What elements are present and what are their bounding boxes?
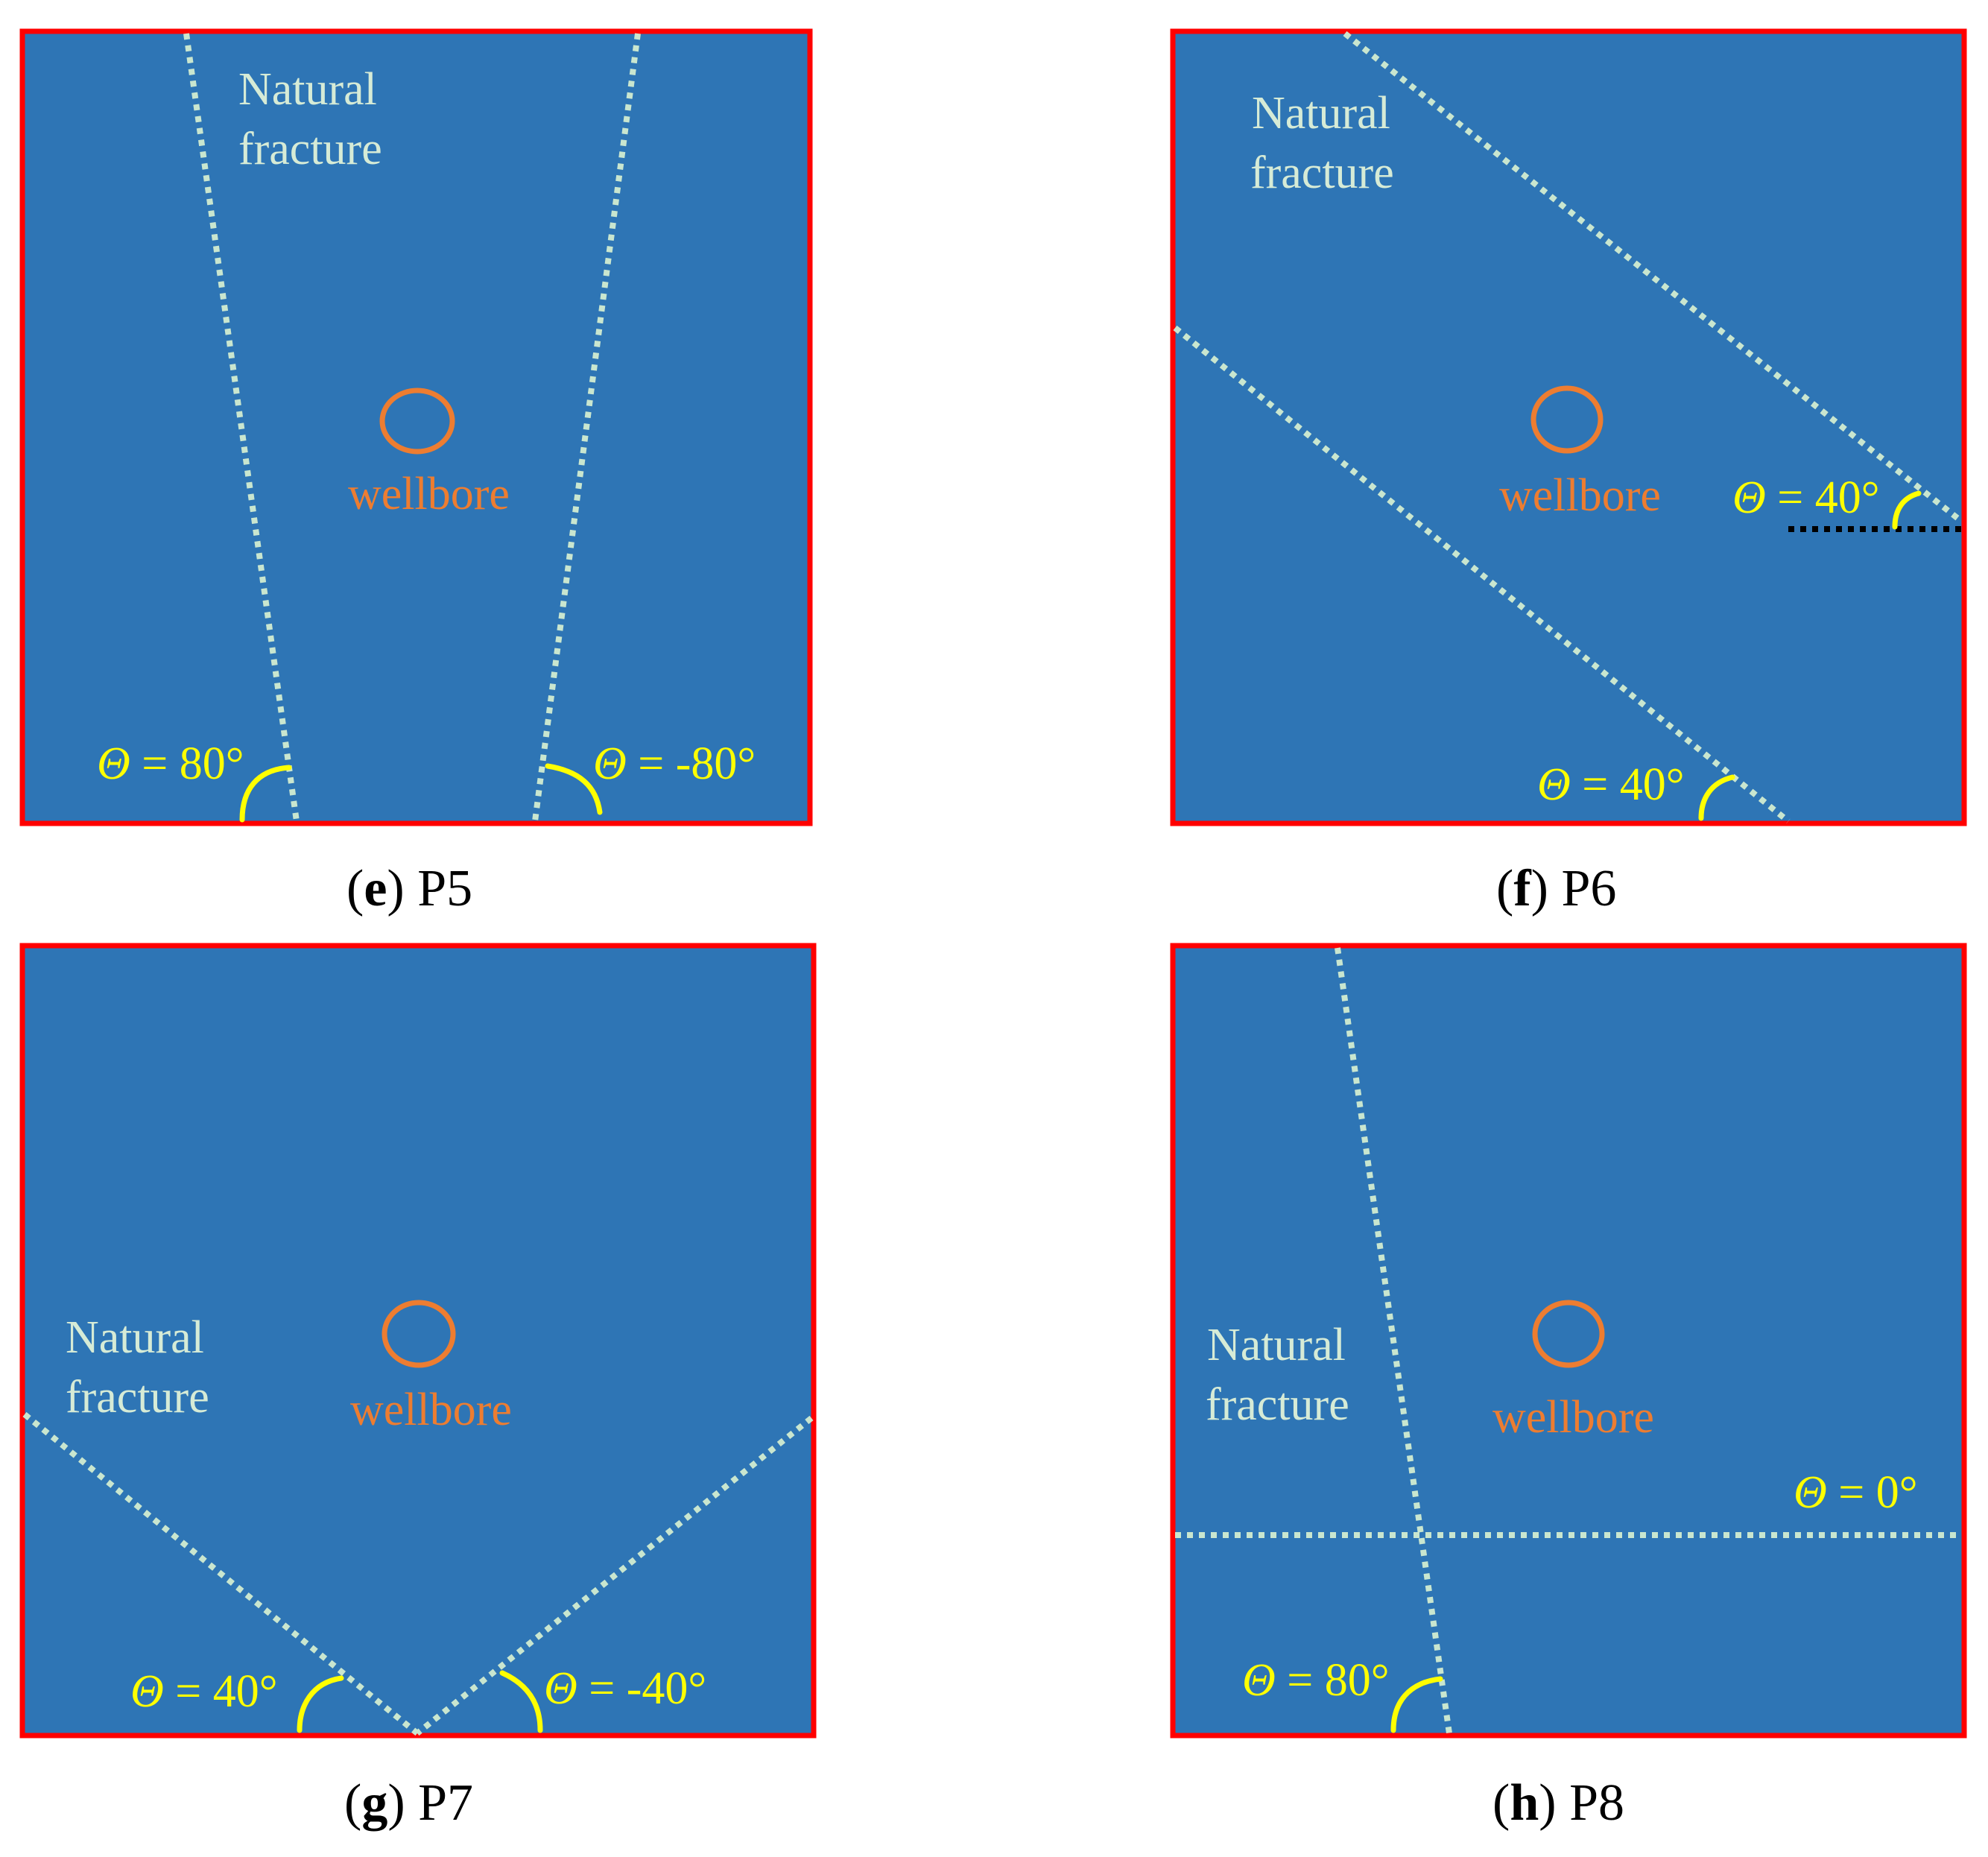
panel-g-angle-right: Θ = -40° — [544, 1663, 706, 1714]
panel-e: Natural fracture wellbore Θ = 80° Θ = -8… — [19, 28, 813, 917]
natural-fracture-label-line1: Natural — [1207, 1320, 1346, 1370]
panel-e-caption: (e) P5 — [346, 860, 472, 917]
panel-h-fracture-inclined — [1335, 947, 1452, 1734]
panel-h-box — [1170, 943, 1967, 1739]
panel-f-angle-bottom: Θ = 40° — [1537, 759, 1685, 810]
wellbore-label: wellbore — [350, 1385, 512, 1435]
natural-fracture-label-line1: Natural — [66, 1312, 204, 1363]
panel-g-angle-arc-left — [297, 1675, 344, 1733]
panel-h: Natural fracture wellbore Θ = 0° Θ = 80°… — [1170, 943, 1967, 1832]
natural-fracture-label-line1: Natural — [1252, 88, 1390, 139]
natural-fracture-label-line2: fracture — [66, 1372, 209, 1423]
panel-e-angle-arc-left — [239, 765, 292, 823]
natural-fracture-label-line1: Natural — [238, 64, 377, 115]
panel-h-angle-arc — [1390, 1676, 1443, 1733]
panel-g-caption: (g) P7 — [344, 1774, 473, 1832]
panel-g-fracture-right — [415, 1415, 814, 1736]
panel-f-box — [1170, 28, 1967, 826]
panel-f: Natural fracture wellbore Θ = 40° Θ = 40… — [1170, 28, 1967, 917]
panel-e-angle-left: Θ = 80° — [97, 738, 244, 789]
panel-f-angle-arc-bottom — [1698, 774, 1735, 821]
panel-g-angle-arc-right — [499, 1670, 543, 1733]
natural-fracture-label-line2: fracture — [1250, 148, 1394, 198]
panel-h-caption: (h) P8 — [1492, 1774, 1624, 1832]
panel-g-fracture-left — [22, 1411, 420, 1736]
natural-fracture-label-line2: fracture — [238, 124, 382, 174]
wellbore-circle — [1532, 1300, 1605, 1368]
wellbore-label: wellbore — [348, 469, 510, 519]
panel-f-angle-right: Θ = 40° — [1732, 472, 1880, 523]
wellbore-label: wellbore — [1492, 1392, 1654, 1443]
panel-e-fracture-right — [532, 33, 641, 822]
wellbore-circle — [382, 1300, 456, 1368]
panel-g-angle-left: Θ = 40° — [130, 1666, 278, 1717]
panel-f-fracture-lower — [1173, 325, 1791, 824]
panel-g: Natural fracture wellbore Θ = 40° Θ = -4… — [19, 943, 817, 1832]
panel-h-angle-inclined: Θ = 80° — [1242, 1655, 1390, 1706]
wellbore-circle — [1530, 385, 1604, 454]
panel-e-angle-right: Θ = -80° — [593, 738, 756, 789]
panel-f-caption: (f) P6 — [1496, 860, 1616, 917]
panel-e-angle-arc-right — [545, 763, 603, 815]
wellbore-circle — [379, 387, 455, 455]
panel-h-angle-horizontal: Θ = 0° — [1794, 1467, 1918, 1518]
panel-g-box — [19, 943, 817, 1739]
panel-f-angle-arc-right — [1892, 490, 1922, 530]
panel-e-fracture-left — [183, 33, 300, 822]
panel-e-box — [19, 28, 813, 826]
natural-fracture-label-line2: fracture — [1206, 1379, 1349, 1430]
wellbore-label: wellbore — [1499, 470, 1661, 521]
